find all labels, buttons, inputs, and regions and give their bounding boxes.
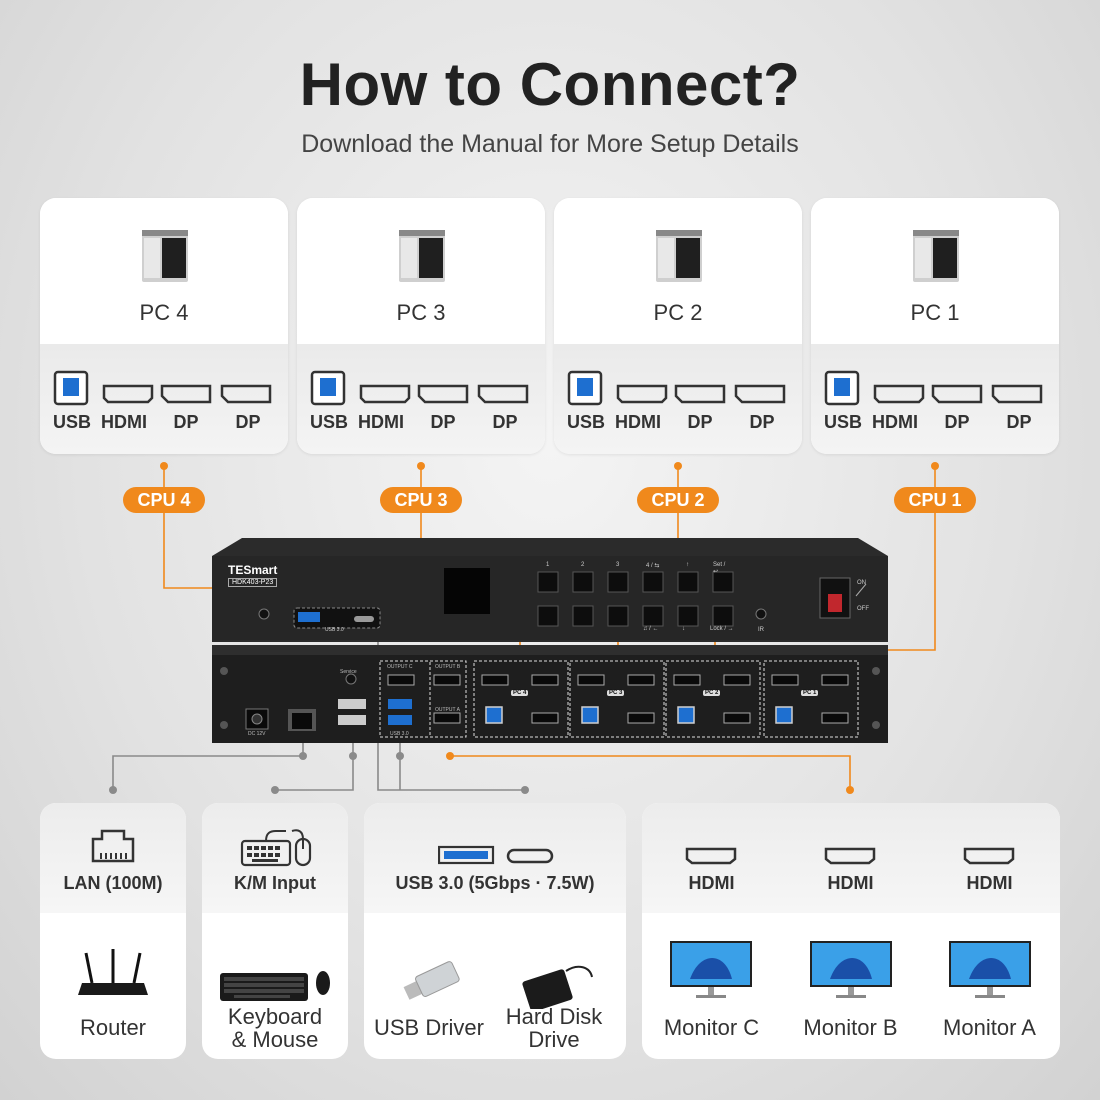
hdmi-label: HDMI [615, 412, 661, 432]
hard-disk-label: Hard Disk [505, 1004, 603, 1029]
ir-label: IR [758, 627, 764, 633]
ethernet-port-icon [91, 829, 135, 863]
service-label: Service [340, 669, 357, 675]
hdmi-port-icon [824, 847, 876, 865]
hdmi-heading-b: HDMI [827, 873, 874, 893]
cpu-badge-3: CPU 3 [380, 487, 462, 513]
pc-card-1: PC 1 USB HDMI DP DP [811, 198, 1059, 454]
rear-pc-tag-3: PC 3 [607, 690, 625, 696]
front-usb-label: USB 3.0 [325, 627, 344, 633]
pc-tower-icon [656, 230, 702, 282]
btn-label-1: 1 [546, 562, 550, 568]
km-card: K/M Input Keyboard & Mouse [202, 803, 348, 1059]
pc-port-icons [824, 370, 1043, 406]
pc-tower-icon [399, 230, 445, 282]
front-button-labels: 1 2 3 4 / ⇆ ↑ Set / ↩ [530, 562, 730, 575]
dp-label: DP [235, 412, 261, 432]
hard-disk-label-2: Drive [528, 1027, 580, 1052]
btn-label-up: ↑ [686, 562, 689, 568]
keyboard-icon [220, 971, 330, 1001]
pc-name: PC 1 [910, 300, 960, 325]
pc-tower-icon [913, 230, 959, 282]
kvm-front-panel [212, 538, 888, 642]
usb-label: USB [823, 412, 862, 432]
monitor-c-label: Monitor C [663, 1015, 760, 1040]
usb-label: USB [566, 412, 605, 432]
monitor-a-label: Monitor A [943, 1015, 1036, 1040]
btn-label-lock: Lock / → [710, 626, 734, 632]
monitor-b-icon [810, 941, 892, 998]
pc-card-4: PC 4 USB HDMI DP DP [40, 198, 288, 454]
dp-label: DP [687, 412, 713, 432]
pc-port-icons [310, 370, 529, 406]
monitors-card: HDMI Monitor C HDMI Monitor B HDMI Monit… [642, 803, 1060, 1059]
router-icon [78, 949, 148, 995]
km-heading: K/M Input [234, 873, 316, 893]
dp-label: DP [749, 412, 775, 432]
hdmi-port-icon [685, 847, 737, 865]
kvm-rear-panel [212, 645, 888, 743]
front-button-labels-bottom: ♫ / ← ↓ Lock / → [530, 626, 740, 636]
dp-label: DP [492, 412, 518, 432]
device-brand: TESmart [228, 563, 278, 577]
pc-name: PC 2 [653, 300, 703, 325]
pc-port-icons [567, 370, 786, 406]
output-b-label: OUTPUT B [435, 664, 461, 670]
hdmi-port-icon [963, 847, 1015, 865]
monitor-a-icon [949, 941, 1031, 998]
monitor-c-icon [670, 941, 752, 998]
rear-pc-tag-2: PC 2 [703, 690, 721, 696]
btn-label-2: 2 [581, 562, 585, 568]
dp-label: DP [944, 412, 970, 432]
monitor-b-label: Monitor B [803, 1015, 898, 1040]
mouse-label: & Mouse [231, 1027, 319, 1052]
usb-driver-label: USB Driver [373, 1015, 484, 1040]
hdmi-label: HDMI [872, 412, 918, 432]
hdmi-label: HDMI [358, 412, 404, 432]
pc-name: PC 4 [139, 300, 189, 325]
usb-ports-icon [438, 845, 554, 865]
hdmi-heading-a: HDMI [966, 873, 1013, 893]
rear-usb30-label: USB 3.0 [390, 731, 409, 737]
on-label: ON [857, 580, 866, 586]
dp-label: DP [430, 412, 456, 432]
hdmi-label: HDMI [101, 412, 147, 432]
output-a-label: OUTPUT A [435, 707, 460, 713]
btn-label-4: 4 / ⇆ [646, 563, 660, 569]
device-model: HDK403-P23 [228, 578, 278, 587]
cpu-badge-4: CPU 4 [123, 487, 205, 513]
keyboard-label: Keyboard [227, 1004, 323, 1029]
cpu-badge-1: CPU 1 [894, 487, 976, 513]
usb-label: USB [52, 412, 91, 432]
router-label: Router [79, 1015, 147, 1040]
btn-label-audio: ♫ / ← [643, 626, 659, 632]
pc-card-3: PC 3 USB HDMI DP DP [297, 198, 545, 454]
rear-pc-tag-1: PC 1 [801, 690, 819, 696]
lan-card: LAN (100M) Router [40, 803, 186, 1059]
btn-label-set: Set / ↩ [713, 562, 726, 575]
btn-label-3: 3 [616, 562, 620, 568]
page-title: How to Connect? [299, 51, 801, 118]
pc-tower-icon [142, 230, 188, 282]
dc-label: DC 12V [248, 731, 266, 737]
off-label: OFF [857, 606, 869, 612]
usb-drive-icon [403, 961, 460, 1000]
cpu-badge-2: CPU 2 [637, 487, 719, 513]
page-subtitle: Download the Manual for More Setup Detai… [301, 130, 799, 158]
rear-pc-tag-4: PC 4 [511, 690, 529, 696]
usb-heading: USB 3.0 (5Gbps · 7.5W) [395, 873, 595, 893]
dp-label: DP [1006, 412, 1032, 432]
lan-heading: LAN (100M) [63, 873, 163, 893]
pc-name: PC 3 [396, 300, 446, 325]
output-c-label: OUTPUT C [387, 664, 413, 670]
btn-label-down: ↓ [682, 626, 685, 632]
dp-label: DP [173, 412, 199, 432]
pc-port-icons [53, 370, 272, 406]
hard-disk-icon [522, 965, 593, 1009]
hdmi-heading-c: HDMI [688, 873, 735, 893]
keyboard-mouse-icon [240, 829, 312, 867]
pc-card-2: PC 2 USB HDMI DP DP [554, 198, 802, 454]
usb-card: USB 3.0 (5Gbps · 7.5W) USB Driver Hard D… [364, 803, 626, 1059]
usb-label: USB [309, 412, 348, 432]
